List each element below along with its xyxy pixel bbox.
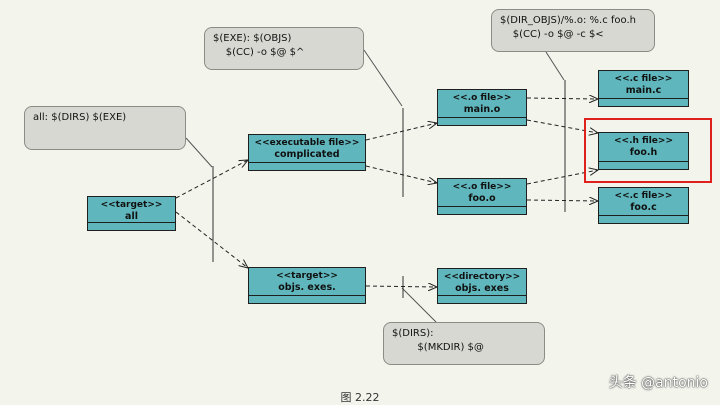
node-target-all[interactable]: <<target>> all: [87, 196, 176, 231]
node-title: main.c: [625, 85, 662, 96]
note-anchor-all: [185, 137, 213, 168]
note-obj-rule: $(DIR_OBJS)/%.o: %.c foo.h $(CC) -o $@ -…: [491, 9, 655, 52]
node-title: complicated: [274, 149, 340, 160]
arrow-foo-o-to-foo-c: [526, 200, 598, 201]
node-target-objs-exes[interactable]: <<target>> objs. exes.: [248, 267, 366, 304]
node-stereotype: <<target>>: [276, 271, 338, 281]
arrow-all-to-complicated: [175, 160, 248, 199]
note-anchor-exe: [363, 49, 403, 107]
node-title: objs. exes.: [278, 282, 336, 293]
node-stereotype: <<directory>>: [443, 272, 521, 282]
node-divider: [249, 295, 365, 296]
note-all-rule: all: $(DIRS) $(EXE): [24, 106, 186, 150]
node-divider: [438, 117, 526, 118]
arrow-main-o-to-foo-h: [526, 119, 598, 133]
node-divider: [438, 295, 526, 296]
node-h-file-foo[interactable]: <<.h file>> foo.h: [598, 132, 689, 170]
highlight-box-foo-h: [584, 118, 712, 183]
node-divider: [599, 215, 688, 216]
node-divider: [599, 161, 688, 162]
note-anchor-obj: [545, 51, 565, 81]
node-title: foo.h: [629, 147, 658, 158]
note-anchor-dirs: [401, 287, 437, 323]
node-title: all: [125, 211, 138, 222]
node-executable-complicated[interactable]: <<executable file>> complicated: [248, 134, 366, 171]
arrow-main-o-to-main-c: [526, 98, 598, 99]
arrow-complicated-to-main-o: [365, 123, 437, 141]
figure-caption: 图 2.22: [340, 391, 380, 404]
watermark: 头条 @antonio: [608, 375, 708, 391]
node-stereotype: <<.c file>>: [614, 191, 673, 201]
arrow-complicated-to-foo-o: [365, 165, 437, 183]
arrow-foo-o-to-foo-h: [526, 170, 598, 185]
node-c-file-main[interactable]: <<.c file>> main.c: [598, 70, 689, 107]
node-divider: [88, 222, 175, 223]
node-stereotype: <<.o file>>: [452, 93, 512, 103]
node-divider: [599, 98, 688, 99]
node-o-file-foo[interactable]: <<.o file>> foo.o: [437, 178, 527, 215]
node-stereotype: <<.o file>>: [452, 182, 512, 192]
note-exe-rule: $(EXE): $(OBJS) $(CC) -o $@ $^: [204, 27, 364, 70]
node-stereotype: <<.h file>>: [614, 136, 673, 146]
node-directory-objs-exes[interactable]: <<directory>> objs. exes: [437, 268, 527, 304]
note-dirs-rule: $(DIRS): $(MKDIR) $@: [383, 322, 545, 365]
node-title: objs. exes: [455, 283, 509, 294]
node-title: main.o: [463, 104, 501, 115]
arrow-objs-to-dirs: [365, 286, 437, 287]
arrow-all-to-objs: [175, 211, 248, 268]
node-divider: [249, 162, 365, 163]
node-divider: [438, 206, 526, 207]
node-o-file-main[interactable]: <<.o file>> main.o: [437, 89, 527, 126]
node-title: foo.c: [630, 202, 657, 213]
node-stereotype: <<target>>: [100, 200, 163, 210]
node-title: foo.o: [468, 193, 496, 204]
node-c-file-foo[interactable]: <<.c file>> foo.c: [598, 187, 689, 224]
node-stereotype: <<executable file>>: [254, 138, 360, 148]
node-stereotype: <<.c file>>: [614, 74, 673, 84]
